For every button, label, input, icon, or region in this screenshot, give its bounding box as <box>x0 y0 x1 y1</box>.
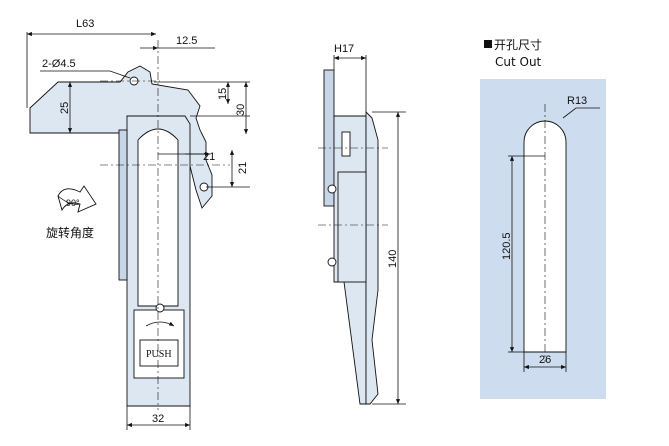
side-front-face <box>365 110 379 405</box>
cutout-view: 开孔尺寸 Cut Out R13 120.5 26 <box>480 38 606 399</box>
dim-21-horizontal: 21 <box>203 151 215 163</box>
side-lower-block <box>337 171 367 283</box>
dim-depth: H17 <box>334 43 354 55</box>
dim-hole: 2-Ø4.5 <box>42 58 76 70</box>
rotation-caption: 旋转角度 <box>46 225 94 240</box>
key-cylinder <box>155 303 165 313</box>
side-view: H17 140 <box>318 43 406 405</box>
side-screw-bottom <box>327 257 337 267</box>
dim-30: 30 <box>235 104 247 116</box>
cutout-title-en: Cut Out <box>495 55 542 69</box>
dim-21-vertical: 21 <box>237 162 249 174</box>
dim-offset-top: 12.5 <box>176 35 197 47</box>
dim-height: 140 <box>387 250 399 268</box>
dim-cutout-height: 120.5 <box>501 232 513 260</box>
push-button <box>139 339 179 367</box>
rotation-symbol: 90° <box>57 185 97 213</box>
dim-15: 15 <box>217 88 229 100</box>
dim-arm-height: 25 <box>59 102 71 114</box>
dim-bottom-width: 32 <box>152 413 164 425</box>
cutout-title-cn: 开孔尺寸 <box>494 38 542 52</box>
front-view: PUSH L63 12.5 2-Ø4.5 25 15 30 21 <box>26 18 250 430</box>
push-label: PUSH <box>146 349 172 360</box>
dim-radius: R13 <box>567 95 587 107</box>
handle-side-strip <box>118 129 128 281</box>
rotation-angle: 90° <box>66 198 80 208</box>
side-slot <box>341 131 351 157</box>
dim-overall-width: L63 <box>76 18 94 30</box>
cutout-bullet-icon <box>484 40 492 48</box>
dim-cutout-width: 26 <box>539 354 551 366</box>
side-screw-top <box>327 184 337 194</box>
